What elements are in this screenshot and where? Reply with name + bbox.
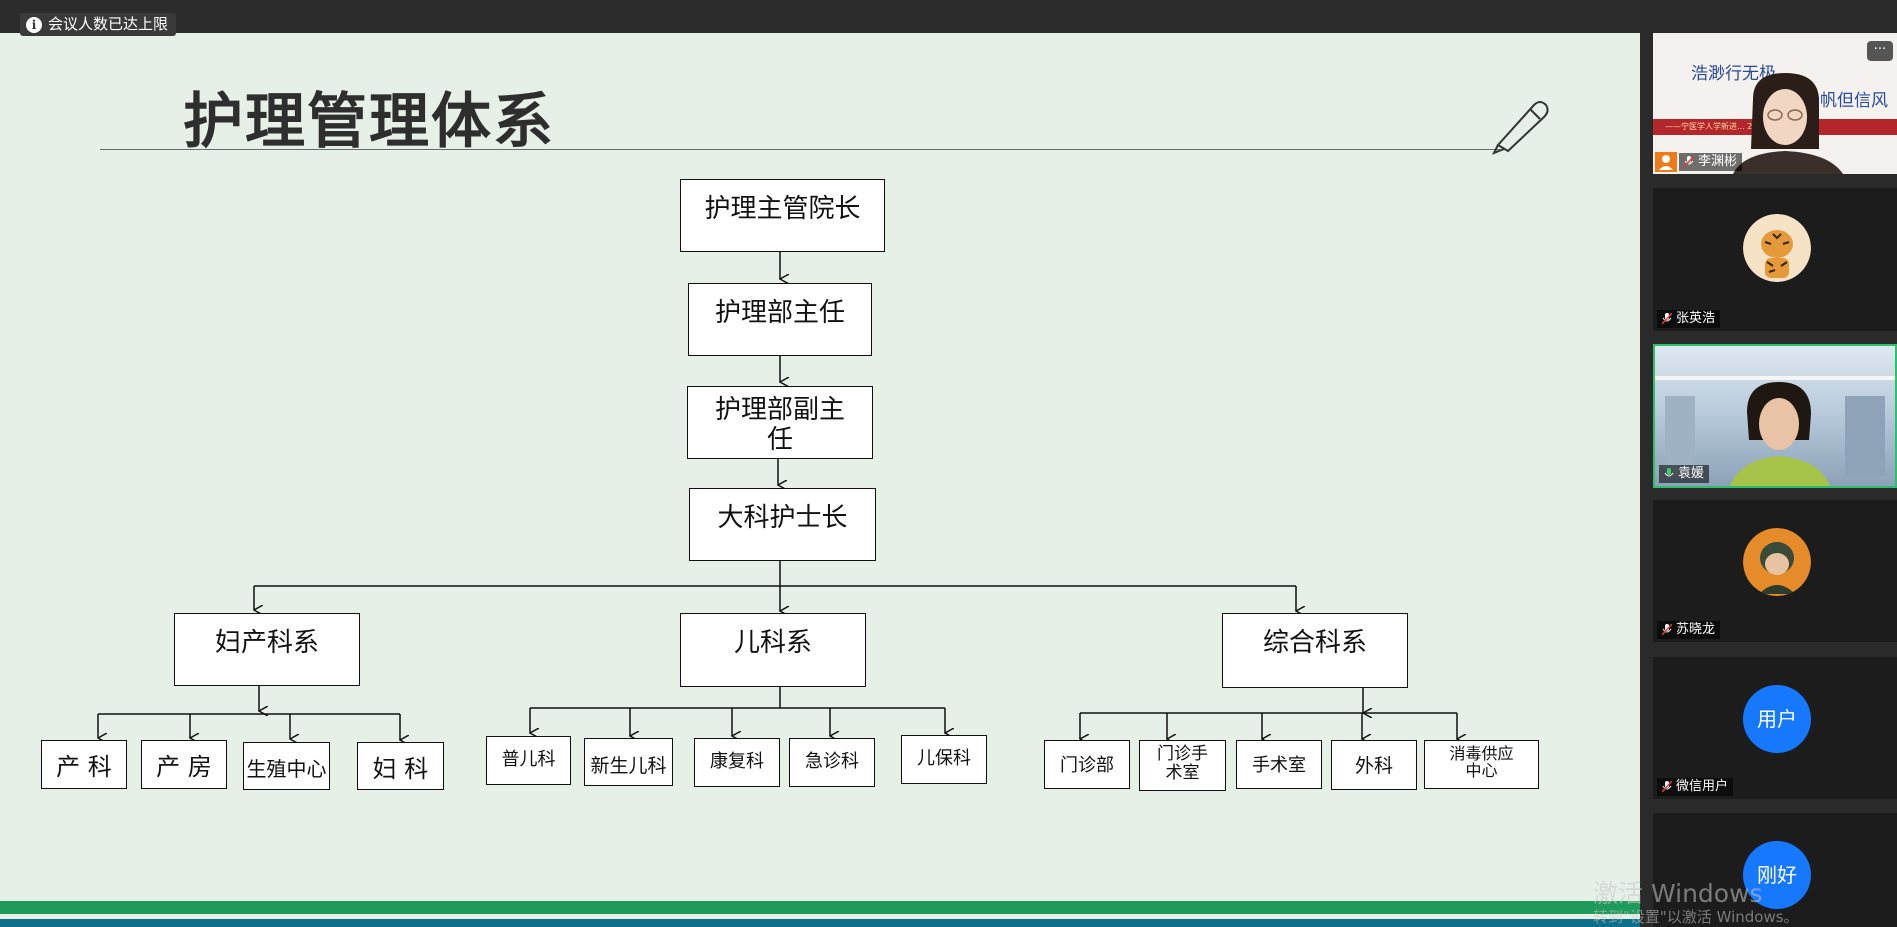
org-unit-operating-room: 手术室 <box>1236 740 1322 789</box>
org-box-nursing-deputy-director: 护理部副主 任 <box>687 386 873 459</box>
org-box-nursing-director: 护理部主任 <box>688 283 872 356</box>
org-box-obgyn-department: 妇产科系 <box>174 613 360 686</box>
person-silhouette-icon <box>1730 382 1830 486</box>
character-avatar-icon <box>1743 528 1811 596</box>
org-unit-sterile-supply-center: 消毒供应 中心 <box>1424 740 1539 789</box>
org-unit-surgery: 外科 <box>1331 740 1417 790</box>
more-options-button[interactable]: ··· <box>1867 41 1893 61</box>
org-unit-outpatient: 门诊部 <box>1044 740 1130 789</box>
ceiling-light <box>1655 376 1895 380</box>
org-unit-outpatient-surgery: 门诊手 术室 <box>1139 740 1226 791</box>
org-unit-reproductive-center: 生殖中心 <box>243 742 330 790</box>
user-avatar: 用户 <box>1743 685 1811 753</box>
banner-headline-left: 浩渺行无极 <box>1691 64 1776 84</box>
slide-title: 护理管理体系 <box>183 87 555 157</box>
slide-footer-green-band <box>0 901 1640 914</box>
capacity-notice: i 会议人数已达上限 <box>20 13 177 36</box>
info-icon: i <box>26 16 42 33</box>
title-underline <box>100 149 1500 150</box>
shared-slide: 护理管理体系 <box>0 33 1640 927</box>
mic-muted-icon <box>1684 156 1694 168</box>
participant-name-tag: 李渊彬 <box>1679 153 1743 171</box>
participant-tile-5[interactable]: 用户 微信用户 <box>1653 657 1897 799</box>
org-box-nursing-vice-president: 护理主管院长 <box>680 179 885 252</box>
mic-muted-icon <box>1662 624 1672 636</box>
window-panel <box>1665 396 1695 476</box>
participant-name-tag: 张英浩 <box>1657 310 1721 328</box>
capacity-notice-text: 会议人数已达上限 <box>48 15 169 33</box>
participant-name-tag: 苏晓龙 <box>1657 621 1721 639</box>
participant-name-tag: 微信用户 <box>1657 778 1734 796</box>
window-panel <box>1845 396 1885 476</box>
participant-tile-4[interactable]: 苏晓龙 <box>1653 500 1897 642</box>
pen-icon <box>1491 101 1549 155</box>
org-box-general-department: 综合科系 <box>1222 613 1408 688</box>
person-silhouette-icon <box>1733 73 1843 174</box>
host-icon <box>1655 152 1677 172</box>
user-avatar: 刚好 <box>1743 841 1811 909</box>
meeting-top-bar <box>0 0 1640 33</box>
participant-tile-1[interactable]: 浩渺行无极 扬帆但信风 ——宁医学人学新进... 2023年线上招聘会 ··· … <box>1653 33 1897 174</box>
org-chart-connectors <box>0 252 1640 927</box>
org-unit-emergency: 急诊科 <box>789 738 875 787</box>
participant-sidebar[interactable]: 浩渺行无极 扬帆但信风 ——宁医学人学新进... 2023年线上招聘会 ··· … <box>1640 0 1897 927</box>
participant-tile-3[interactable]: 袁媛 <box>1653 344 1897 488</box>
slide-footer-teal-band <box>0 919 1640 927</box>
tiger-avatar-icon <box>1743 214 1811 282</box>
mic-muted-icon <box>1662 781 1672 793</box>
mic-active-icon <box>1664 468 1674 477</box>
mic-muted-icon <box>1662 313 1672 325</box>
org-unit-child-healthcare: 儿保科 <box>901 735 987 784</box>
org-unit-general-pediatrics: 普儿科 <box>486 736 571 785</box>
org-box-pediatrics-department: 儿科系 <box>680 613 866 687</box>
org-unit-rehabilitation: 康复科 <box>694 738 780 787</box>
participant-tile-2[interactable]: 张英浩 <box>1653 188 1897 331</box>
participant-name-tag: 袁媛 <box>1659 465 1710 483</box>
org-unit-delivery-room: 产 房 <box>141 740 227 789</box>
org-unit-gynecology: 妇 科 <box>357 742 444 790</box>
org-box-head-nurse: 大科护士长 <box>689 488 876 561</box>
org-unit-neonatology: 新生儿科 <box>584 738 673 786</box>
banner-headline-right: 扬帆但信风 <box>1803 91 1888 111</box>
org-unit-obstetrics: 产 科 <box>41 740 127 789</box>
participant-tile-6[interactable]: 刚好 <box>1653 813 1897 927</box>
